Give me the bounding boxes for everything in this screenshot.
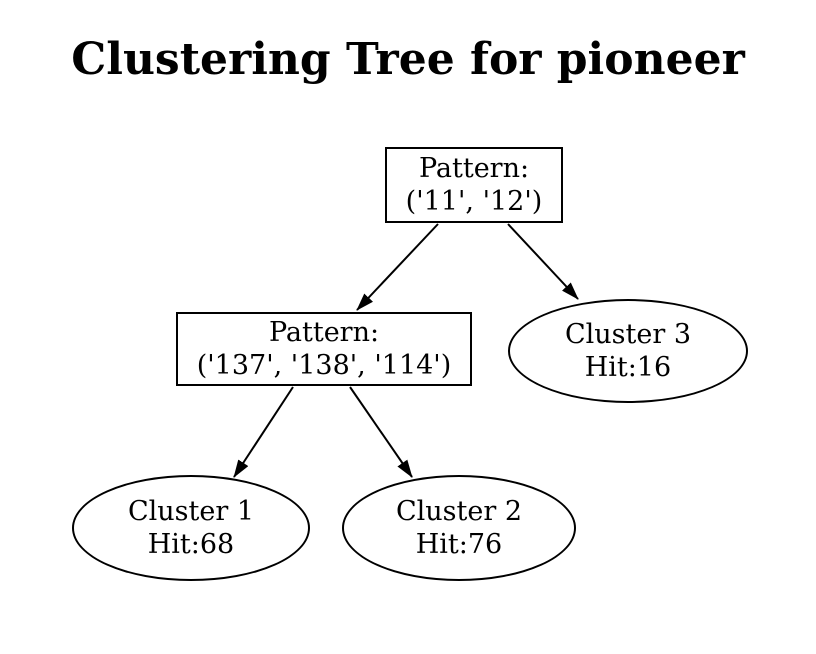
node-label-line1: Pattern: (418, 153, 530, 184)
node-cluster-1: Cluster 1 Hit:68 (72, 475, 310, 581)
node-label-line2: Hit:16 (584, 352, 672, 383)
node-pattern-root: Pattern: ('11', '12') (385, 147, 563, 223)
node-label-line2: ('137', '138', '114') (196, 350, 452, 381)
node-label-line2: ('11', '12') (405, 186, 543, 217)
edge-root-to-pattern2 (356, 223, 439, 311)
edge-pattern2-to-cluster1 (233, 386, 294, 478)
node-label-line1: Cluster 2 (395, 496, 523, 527)
node-label-line2: Hit:76 (415, 529, 503, 560)
node-label-line2: Hit:68 (147, 529, 235, 560)
node-cluster-2: Cluster 2 Hit:76 (342, 475, 576, 581)
node-label-line1: Cluster 3 (564, 319, 692, 350)
node-label-line1: Cluster 1 (127, 496, 255, 527)
edge-pattern2-to-cluster2 (349, 386, 413, 478)
node-cluster-3: Cluster 3 Hit:16 (508, 299, 748, 403)
diagram-title: Clustering Tree for pioneer (71, 34, 745, 85)
node-pattern-branch: Pattern: ('137', '138', '114') (176, 312, 472, 386)
node-label-line1: Pattern: (268, 317, 380, 348)
edge-root-to-cluster3 (507, 223, 579, 300)
